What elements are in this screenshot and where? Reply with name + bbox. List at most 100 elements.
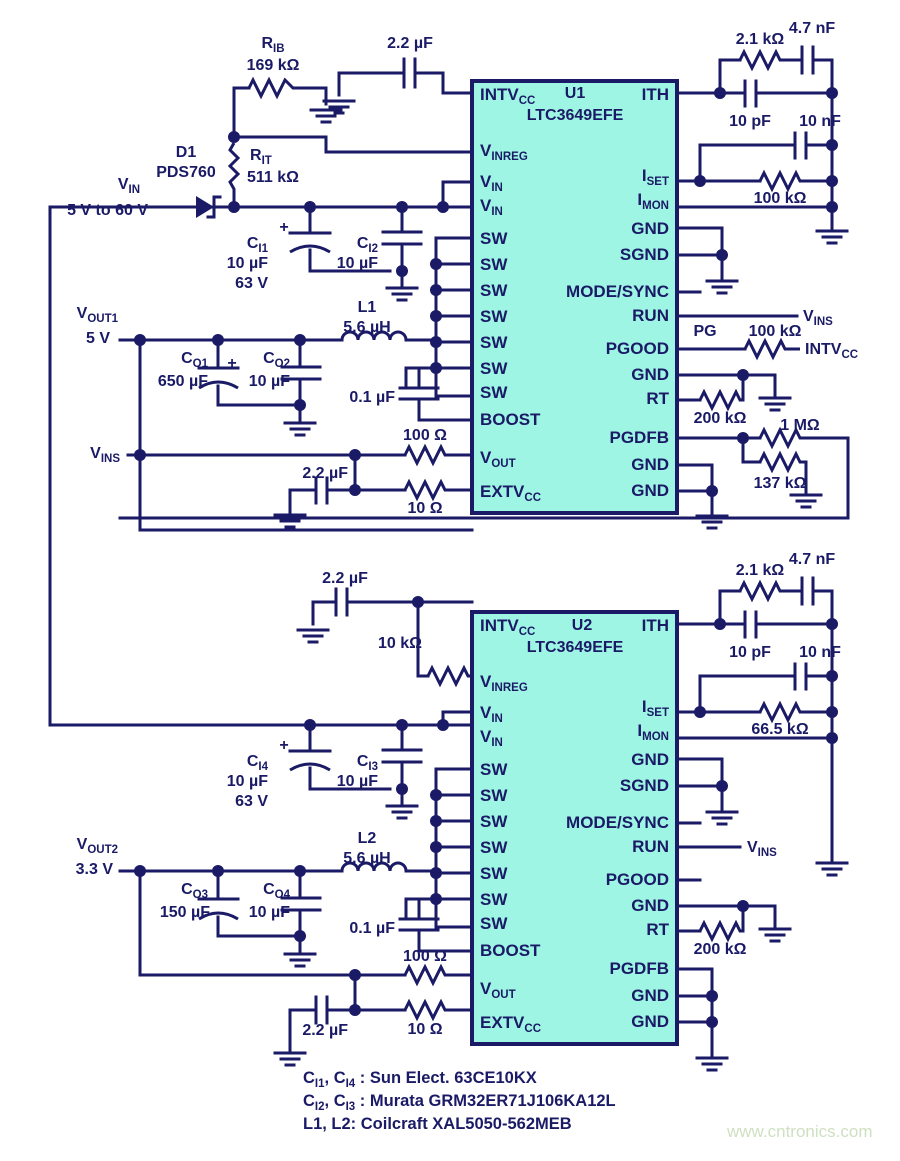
ith-cs-u1: 4.7 nF [789, 20, 835, 37]
pin-u2-sw-7: SW [480, 914, 508, 933]
extvcc-u1: 10 Ω 2.2 µF [273, 453, 472, 529]
pin-u1-sw-7: SW [480, 383, 508, 402]
pin-u2-gnd-2: GND [631, 896, 669, 915]
pin-u2-sw-6: SW [480, 890, 508, 909]
diode-d1: D1 PDS760 [156, 144, 236, 219]
pin-u2-ith: ITH [642, 616, 669, 635]
pgood-r-u1: 100 kΩ [749, 323, 802, 340]
rit-ref: RIT [250, 147, 272, 167]
wire-vin-rail [232, 180, 474, 213]
pin-u2-pgdfb: PGDFB [610, 959, 670, 978]
rt-r-u2: 200 kΩ [694, 941, 747, 958]
cap-ci2: CI2 10 µF [337, 201, 423, 302]
iset-network-u1: 10 nF 100 kΩ [675, 58, 849, 245]
pin-u2-sw-4: SW [480, 838, 508, 857]
chip-u2[interactable]: U2 LTC3649EFE INTVCC VINREG VIN VIN SW S… [470, 610, 679, 1046]
sw-bus-u1 [430, 236, 474, 398]
vout1-value: 5 V [86, 330, 110, 347]
ith-cs-u2: 4.7 nF [789, 551, 835, 568]
pin-u1-modesync: MODE/SYNC [566, 282, 669, 301]
pin-u1-sgnd: SGND [620, 245, 669, 264]
pin-u2-sw-1: SW [480, 760, 508, 779]
ci2-value: 10 µF [337, 255, 378, 272]
rt-network-u1: 200 kΩ [675, 369, 792, 427]
cap-boost-u2: 0.1 µF [349, 897, 474, 953]
pgood-net-label-u1: INTVCC [805, 341, 858, 361]
vinreg-r-u2: 10 kΩ [378, 635, 422, 652]
pin-u1-sw-5: SW [480, 333, 508, 352]
pgdfb-r-top-u1: 1 MΩ [780, 417, 820, 434]
inductor-l1: L1 5.6 µH [298, 299, 438, 342]
l2-ref: L2 [358, 830, 377, 847]
pin-u2-run: RUN [632, 837, 669, 856]
note-line-1: CI1, CI4 : Sun Elect. 63CE10KX [303, 1069, 537, 1090]
iset-c-u2: 10 nF [799, 644, 841, 661]
pin-u2-sw-3: SW [480, 812, 508, 831]
gnd-sgnd-u1 [675, 226, 739, 295]
extvcc-r-u1: 10 Ω [407, 500, 442, 517]
pin-u2-gnd-4: GND [631, 1012, 669, 1031]
iset-c-u1: 10 nF [799, 113, 841, 130]
vout-feedback-u2: 100 Ω [138, 869, 472, 987]
pgdfb-r-bot-u1: 137 kΩ [754, 475, 807, 492]
wire-vinreg [232, 135, 474, 154]
run-net-label-u1: VINS [803, 308, 833, 328]
chip-u1-ref: U1 [565, 85, 586, 102]
pin-u2-sgnd: SGND [620, 776, 669, 795]
sw-bus-u2 [430, 767, 474, 929]
vout-r-u1: 100 Ω [403, 427, 447, 444]
chip-u2-ref: U2 [572, 617, 593, 634]
resistor-rit-group: RIT 511 kΩ [227, 131, 299, 213]
input-source-group: VIN 5 V to 60 V [67, 176, 197, 219]
pin-u1-ith: ITH [642, 85, 669, 104]
pin-u1-pgood: PGOOD [606, 339, 669, 358]
ith-network-u1: 2.1 kΩ 4.7 nF 10 pF [675, 20, 838, 130]
ci4-polarity: + [279, 737, 288, 754]
vout1-label: VOUT1 [77, 305, 119, 325]
ci4-ref: CI4 [247, 753, 269, 773]
ci1-value: 10 µF [227, 255, 268, 272]
pin-u1-sw-2: SW [480, 255, 508, 274]
iset-r-u2: 66.5 kΩ [751, 721, 808, 738]
d1-ref: D1 [176, 144, 197, 161]
pin-u1-sw-6: SW [480, 359, 508, 378]
extvcc-cap-u2: 2.2 µF [302, 1022, 348, 1039]
pin-u1-gnd-4: GND [631, 481, 669, 500]
intvcc-cap-value: 2.2 µF [387, 35, 433, 52]
pin-u2-pgood: PGOOD [606, 870, 669, 889]
ci4-value: 10 µF [227, 773, 268, 790]
co3-value: 150 µF [160, 904, 210, 921]
ci2-ref: CI2 [357, 235, 378, 255]
pin-u2-sw-5: SW [480, 864, 508, 883]
pin-u2-gnd-3: GND [631, 986, 669, 1005]
vout2-net: VOUT2 3.3 V [76, 836, 306, 878]
ci1-value2: 63 V [235, 275, 268, 292]
pin-u1-sw-4: SW [480, 307, 508, 326]
vout2-label: VOUT2 [77, 836, 118, 856]
vin-range: 5 V to 60 V [67, 202, 148, 219]
co2-value: 10 µF [249, 373, 290, 390]
pgood-net-u1: PG 100 kΩ INTVCC [675, 323, 858, 361]
ci1-ref: CI1 [247, 235, 269, 255]
extvcc-u2: 10 Ω 2.2 µF [273, 973, 472, 1067]
boost-cap-value: 0.1 µF [349, 389, 395, 406]
co4-value: 10 µF [249, 904, 290, 921]
pin-u2-modesync: MODE/SYNC [566, 813, 669, 832]
notes-block: CI1, CI4 : Sun Elect. 63CE10KX CI2, CI3 … [303, 1069, 616, 1133]
chip-u1-part: LTC3649EFE [527, 107, 624, 124]
pin-u1-gnd-2: GND [631, 365, 669, 384]
cap-co2: CO2 10 µF [249, 338, 322, 437]
pin-u1-gnd-3: GND [631, 455, 669, 474]
ith-r-u1: 2.1 kΩ [736, 31, 785, 48]
intvcc-network-u2: 2.2 µF 10 kΩ [296, 570, 474, 688]
gnd-bottom-u1 [675, 463, 729, 530]
cap-co4: CO4 10 µF [249, 869, 322, 968]
d1-part: PDS760 [156, 164, 216, 181]
resistor-rib-group: RIB 169 kΩ [232, 35, 343, 139]
vout2-value: 3.3 V [76, 861, 114, 878]
cap-boost-u1: 0.1 µF [349, 366, 474, 422]
chip-u1[interactable]: U1 LTC3649EFE INTVCC VINREG VIN VIN SW S… [470, 79, 679, 515]
cap-ci3: CI3 10 µF [337, 723, 423, 820]
pin-u1-pgdfb: PGDFB [610, 428, 670, 447]
